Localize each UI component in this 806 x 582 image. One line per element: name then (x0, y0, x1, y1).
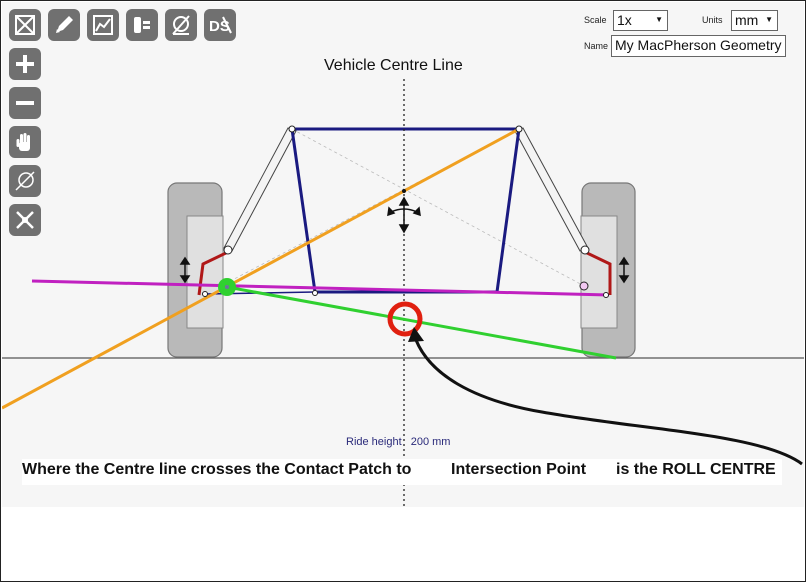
centre-dot (402, 189, 406, 193)
caption-part-2: Intersection Point (451, 461, 587, 478)
helper-line (291, 128, 587, 288)
units-label: Units (702, 15, 723, 25)
swing-arm-line (2, 127, 520, 410)
graph-icon (93, 15, 113, 35)
caption-part-3: is the ROLL CENTRE (616, 461, 776, 478)
hide-lines-button[interactable] (9, 165, 41, 197)
wheel-adjust-icon-right (618, 256, 630, 284)
scale-label: Scale (584, 15, 607, 25)
joint (515, 125, 523, 133)
hide-lines-icon (15, 171, 35, 191)
wheel-adjust-icon-left (179, 256, 191, 284)
roll-centre-marker (387, 301, 423, 337)
edit-button[interactable] (48, 9, 80, 41)
ride-height-value: 200 mm (410, 436, 451, 448)
suspension-button[interactable] (126, 9, 158, 41)
joint (603, 292, 609, 298)
roll-icon (16, 211, 34, 229)
strut-right (514, 127, 589, 252)
scale-value: 1x (617, 12, 632, 28)
wheel-rim-right (580, 215, 618, 329)
zoom-out-icon (16, 101, 34, 105)
graph-button[interactable] (87, 9, 119, 41)
pan-hand-icon (16, 133, 30, 151)
units-select[interactable]: mm ▼ (731, 10, 778, 31)
ride-height-label: Ride height (346, 436, 402, 448)
vehicle-frame (290, 127, 521, 294)
suspension-diagram (2, 79, 804, 507)
fit-view-button[interactable] (9, 9, 41, 41)
roll-centre-caption: Where the Centre line crosses the Contac… (22, 459, 782, 485)
geometry-canvas[interactable]: DS Scale 1x ▼ Units mm ▼ (2, 2, 804, 507)
pencil-icon (56, 16, 73, 33)
joint (580, 245, 590, 255)
vehicle-centre-line-label: Vehicle Centre Line (324, 57, 463, 74)
upright-right (584, 250, 612, 295)
strut-left (223, 127, 297, 252)
joint (312, 290, 318, 296)
caption-part-1: Where the Centre line crosses the Contac… (22, 461, 412, 478)
suspension-icon (134, 17, 150, 33)
zoom-in-icon (16, 55, 34, 73)
wheel-rim-left (186, 215, 224, 329)
name-label: Name (584, 41, 609, 51)
roll-axis-line (31, 279, 610, 297)
ds-icon: DS (209, 16, 232, 35)
ride-height-readout: Ride height 200 mm (346, 436, 450, 448)
joint (223, 245, 233, 255)
scale-select[interactable]: 1x ▼ (613, 10, 668, 31)
zoom-out-button[interactable] (9, 87, 41, 119)
units-value: mm (735, 12, 759, 28)
settings-panel: Scale 1x ▼ Units mm ▼ Name My MacPherson… (584, 9, 794, 59)
pan-button[interactable] (9, 126, 41, 158)
geometry-name-value: My MacPherson Geometry (615, 37, 782, 53)
instant-centre-core (225, 285, 229, 289)
chevron-down-icon: ▼ (655, 15, 663, 24)
measure-button[interactable] (165, 9, 197, 41)
roll-button[interactable] (9, 204, 41, 236)
zoom-in-button[interactable] (9, 48, 41, 80)
joint (579, 281, 589, 291)
ds-button[interactable]: DS (204, 9, 236, 41)
geometry-name-input[interactable]: My MacPherson Geometry (611, 35, 786, 57)
fit-view-icon (15, 15, 35, 35)
measure-icon (172, 15, 190, 35)
chevron-down-icon: ▼ (765, 15, 773, 24)
joint (202, 291, 208, 297)
chassis-move-icon (387, 196, 421, 234)
joint (288, 125, 296, 133)
annotation-arrow (414, 339, 803, 466)
annotation-arrow-head (408, 327, 424, 342)
